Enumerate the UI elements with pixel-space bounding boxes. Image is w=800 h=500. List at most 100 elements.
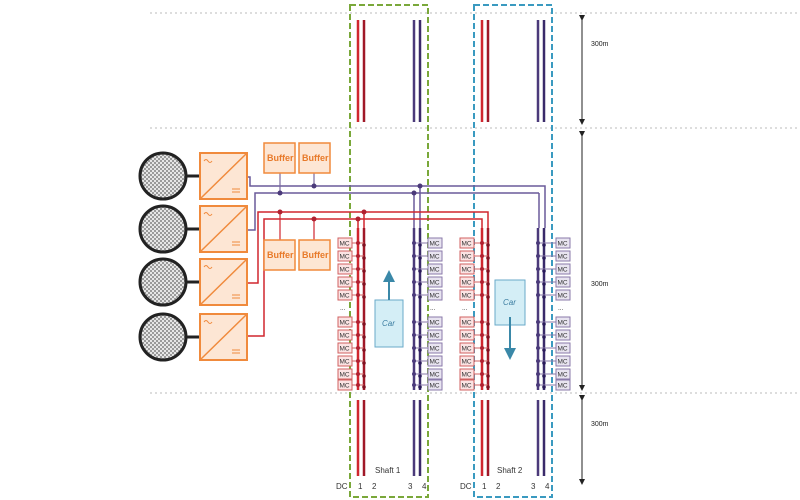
junction-dot	[362, 256, 366, 260]
junction-dot	[412, 383, 416, 387]
mc-module: MC	[536, 355, 571, 367]
junction-dot	[536, 346, 540, 350]
mc-label: MC	[462, 346, 472, 353]
mc-label: MC	[558, 372, 568, 379]
junction-dot	[412, 293, 416, 297]
mc-module: MC	[536, 276, 571, 288]
junction-dot	[542, 256, 546, 260]
generator-unit-3	[138, 257, 248, 307]
mc-label: MC	[462, 254, 472, 261]
mc-label: MC	[558, 346, 568, 353]
mc-module: MC	[337, 342, 366, 354]
junction-dot	[418, 361, 422, 365]
junction-dot	[486, 361, 490, 365]
mc-label: MC	[462, 333, 472, 340]
mc-label: MC	[430, 383, 440, 390]
junction-dot	[412, 346, 416, 350]
junction-dot	[356, 359, 360, 363]
generator-icon	[138, 312, 188, 362]
mc-label: MC	[340, 383, 350, 390]
shaft-1-cable-labels: DC 1 2 3 4	[336, 482, 427, 491]
junction-dot	[418, 322, 422, 326]
junction-dot	[356, 383, 360, 387]
cable-label: 3	[408, 482, 413, 491]
mc-module: MC	[536, 342, 571, 354]
mc-module: MC	[536, 379, 571, 391]
mc-module: MC	[412, 276, 443, 288]
dc-symbol-icon	[232, 241, 240, 246]
junction-dot	[486, 374, 490, 378]
buffer-top-1: Buffer	[263, 142, 296, 174]
generator-icon	[138, 151, 188, 201]
mc-label: MC	[558, 254, 568, 261]
junction-dot	[542, 385, 546, 389]
junction-dot	[542, 243, 546, 247]
junction-dot	[418, 256, 422, 260]
junction-dot	[536, 293, 540, 297]
ellipsis-label: ...	[462, 305, 468, 312]
mc-module: MC	[459, 316, 490, 328]
mc-label: MC	[340, 359, 350, 366]
junction-dot	[356, 267, 360, 271]
junction-dot	[412, 359, 416, 363]
ellipsis-label: ...	[430, 305, 436, 312]
junction-dot	[486, 295, 490, 299]
mc-module: MC	[536, 263, 571, 275]
mc-module: MC	[337, 263, 366, 275]
converter-diagonal	[200, 259, 247, 305]
junction-dot	[486, 256, 490, 260]
junction-dot	[542, 374, 546, 378]
mc-module: MC	[337, 250, 366, 262]
junction-dot	[542, 295, 546, 299]
mc-module: MC	[536, 289, 571, 301]
mc-module: MC	[412, 250, 443, 262]
junction-dot	[480, 372, 484, 376]
buffer-top-2: Buffer	[298, 142, 331, 174]
car-1: Car	[374, 270, 404, 348]
mc-label: MC	[340, 293, 350, 300]
junction-dot	[362, 295, 366, 299]
cable-label: 2	[496, 482, 501, 491]
mc-label: MC	[430, 320, 440, 327]
junction-dot	[412, 267, 416, 271]
mc-label: MC	[340, 346, 350, 353]
mc-label: MC	[430, 372, 440, 379]
mc-module: MC	[536, 237, 571, 249]
junction-dot	[356, 241, 360, 245]
mc-module: MC	[337, 316, 366, 328]
mc-label: MC	[558, 383, 568, 390]
mc-label: MC	[340, 372, 350, 379]
mc-label: MC	[430, 346, 440, 353]
mc-module: MC	[459, 276, 490, 288]
junction-dot	[362, 243, 366, 247]
junction-dot	[356, 254, 360, 258]
mc-label: MC	[340, 333, 350, 340]
junction-dot	[362, 322, 366, 326]
mc-label: MC	[558, 293, 568, 300]
junction-dot	[356, 320, 360, 324]
junction-dot	[542, 282, 546, 286]
dc-symbol-icon	[232, 349, 240, 354]
mc-label: MC	[430, 293, 440, 300]
mc-label: MC	[558, 267, 568, 274]
junction-dot	[480, 359, 484, 363]
mc-module: MC	[459, 250, 490, 262]
red-bus	[248, 211, 489, 337]
mc-label: MC	[430, 267, 440, 274]
dimension-label-top: 300m	[591, 41, 609, 48]
car-2: Car	[494, 279, 526, 360]
buffer-links-red	[279, 212, 315, 240]
dc-label: DC	[460, 482, 472, 491]
junction-dot	[480, 383, 484, 387]
generator-icon	[138, 257, 188, 307]
junction-dot	[486, 348, 490, 352]
junction-dot	[412, 241, 416, 245]
dc-label: DC	[336, 482, 348, 491]
mc-label: MC	[558, 241, 568, 248]
mc-module: MC	[337, 289, 366, 301]
junction-dot	[480, 241, 484, 245]
cable-label: 1	[358, 482, 363, 491]
junction-dot	[536, 241, 540, 245]
junction-dot	[542, 322, 546, 326]
